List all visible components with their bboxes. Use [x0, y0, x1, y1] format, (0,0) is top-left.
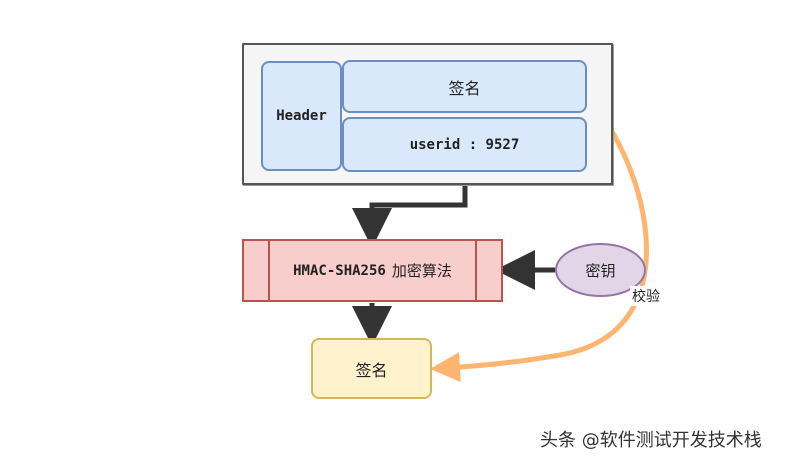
header-box: Header [261, 61, 342, 171]
algorithm-name: HMAC-SHA256 [293, 262, 386, 279]
algorithm-process-box: HMAC-SHA256 加密算法 [242, 239, 503, 302]
payload-label: userid : 9527 [409, 136, 520, 153]
secret-key-label: 密钥 [585, 261, 616, 280]
signature-box: 签名 [342, 60, 587, 113]
edge-verify-curve [430, 98, 649, 383]
watermark-text: 头条 @软件测试开发技术栈 [540, 430, 762, 451]
output-signature-label: 签名 [355, 360, 388, 380]
payload-box: userid : 9527 [342, 117, 587, 172]
output-signature-box: 签名 [311, 338, 432, 399]
signature-label: 签名 [448, 78, 481, 98]
process-right-bar [475, 241, 477, 300]
process-left-bar [268, 241, 270, 300]
verify-edge-label: 校验 [630, 286, 662, 306]
edge-token-to-algorithm [352, 186, 468, 248]
header-label: Header [276, 108, 327, 124]
algorithm-suffix: 加密算法 [391, 262, 452, 280]
